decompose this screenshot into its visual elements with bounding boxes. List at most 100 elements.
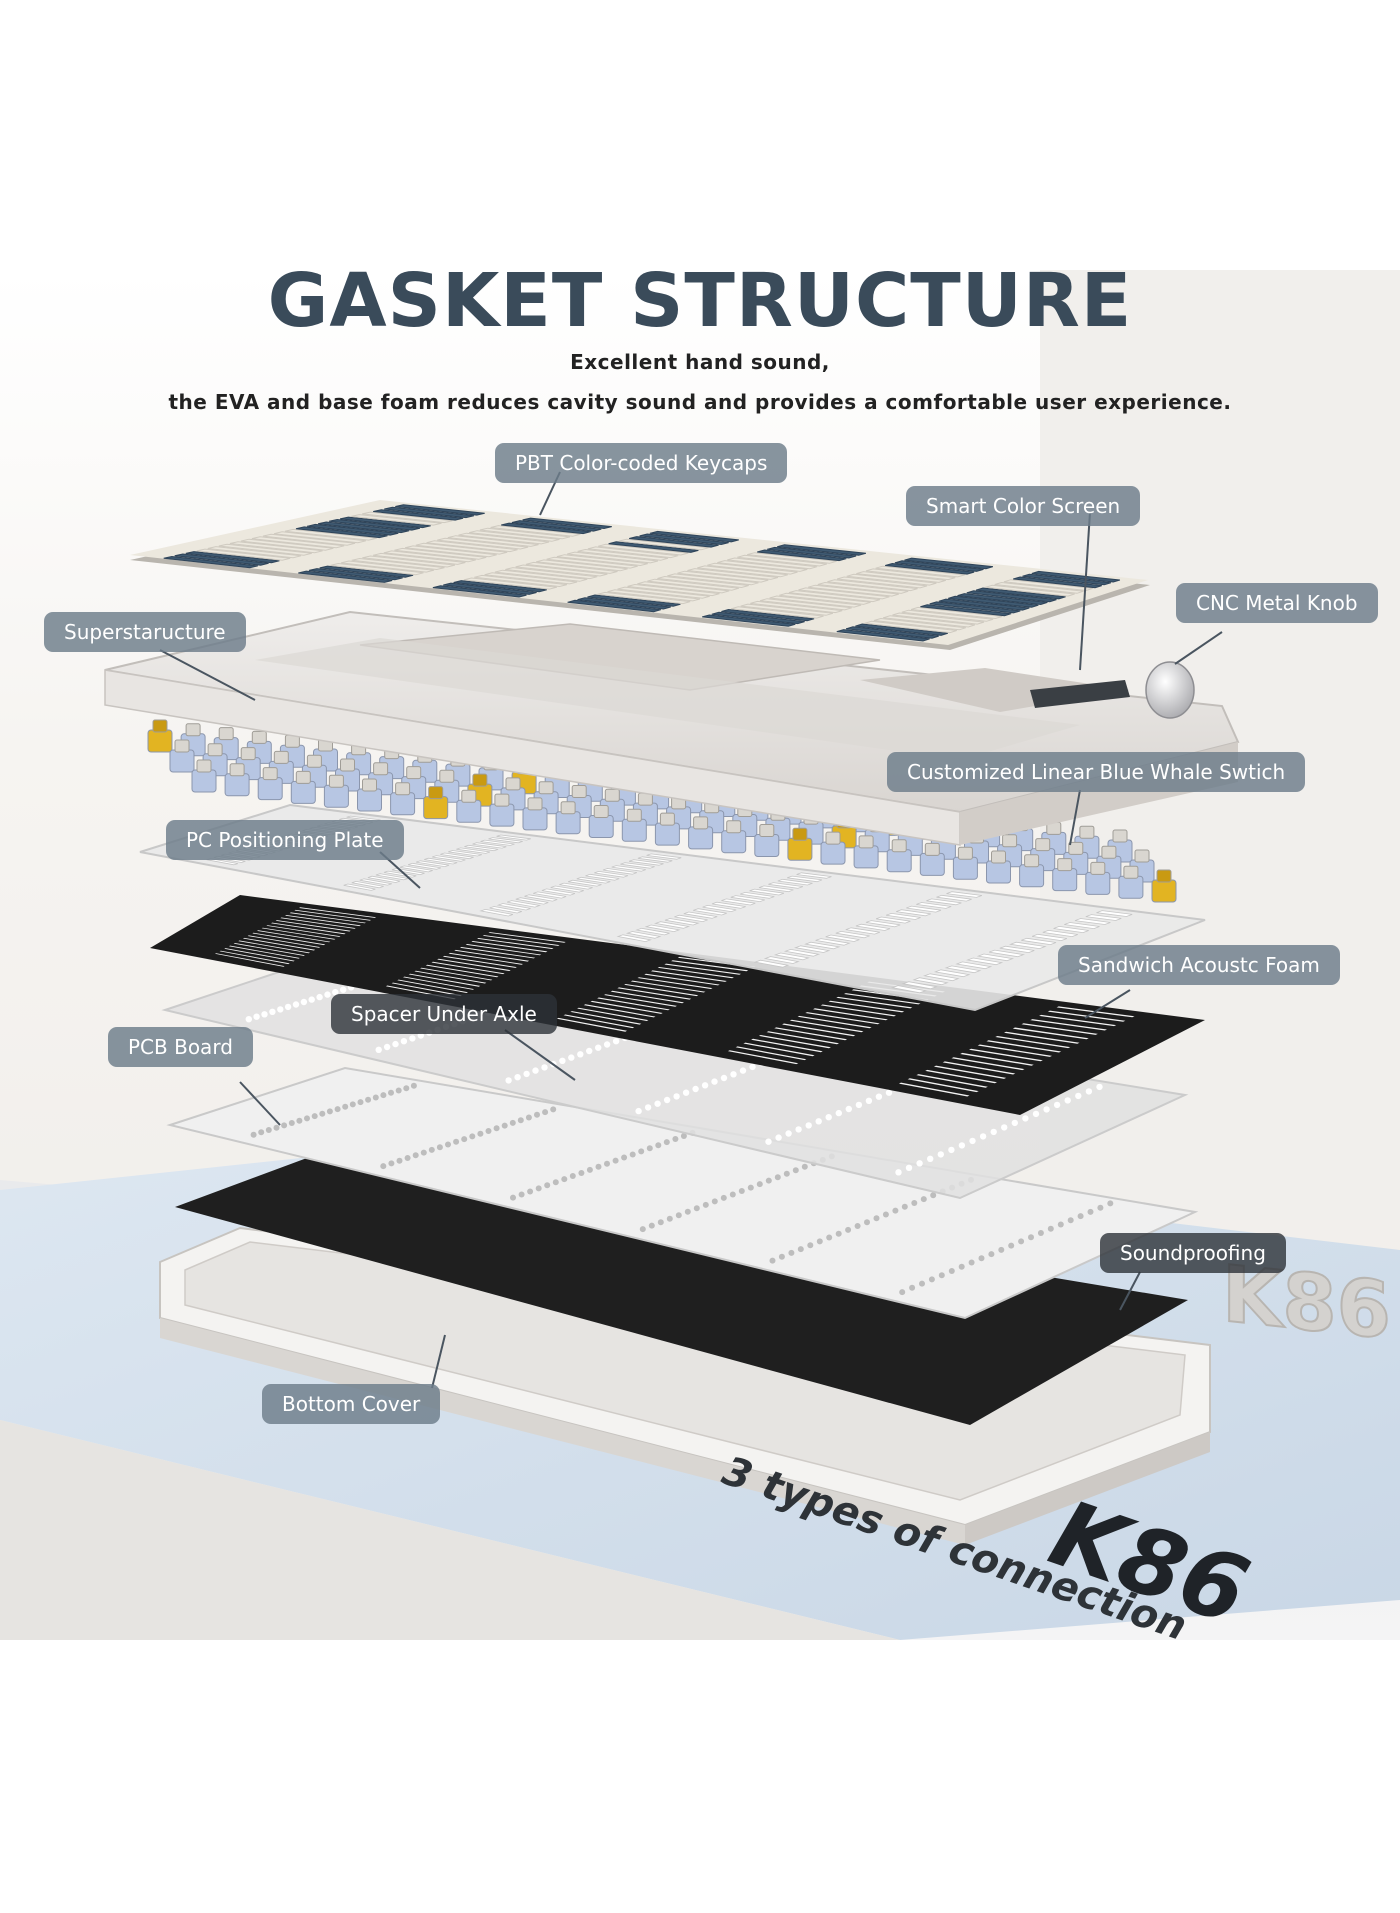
- plate-hole: [559, 882, 593, 890]
- spacer-dot: [300, 998, 308, 1006]
- foam-hole: [942, 1061, 1016, 1075]
- keycap: [295, 526, 388, 539]
- switch: [754, 834, 780, 857]
- pcb-pad: [586, 1166, 593, 1173]
- bottom-cover-layer: [159, 1226, 1211, 1545]
- pcb-pad: [919, 1280, 925, 1287]
- spacer-dot: [775, 1134, 782, 1141]
- pcb-pad: [258, 1129, 265, 1136]
- switch-housing: [428, 786, 444, 800]
- foam-hole: [261, 927, 336, 940]
- keycap: [262, 533, 356, 546]
- switch-housing: [362, 778, 377, 792]
- foam-hole: [986, 1040, 1062, 1053]
- spacer-dot: [875, 1093, 883, 1100]
- plate-hole: [1053, 925, 1089, 934]
- switch-housing: [306, 754, 322, 768]
- spacer-dot: [1096, 1083, 1103, 1091]
- spacer-dot: [805, 1122, 812, 1129]
- pcb-pad: [396, 1157, 403, 1164]
- plate-hole: [804, 941, 841, 950]
- spacer-dot: [969, 1137, 976, 1145]
- plate-hole: [885, 912, 921, 920]
- foam-hole: [995, 1036, 1071, 1049]
- spacer-dot: [825, 1114, 832, 1121]
- spacer-dot: [835, 1109, 842, 1117]
- spacer-dot: [383, 1043, 391, 1051]
- keycap: [687, 568, 779, 580]
- keycap: [883, 615, 976, 628]
- switch-housing: [461, 789, 477, 803]
- plate-hole: [946, 891, 983, 898]
- label-smart-color-screen: Smart Color Screen: [906, 486, 1141, 526]
- keycap: [788, 590, 881, 603]
- plate-hole: [702, 904, 737, 913]
- pcb-pad: [612, 1157, 619, 1164]
- keycap: [769, 595, 862, 608]
- foam-hole: [431, 961, 505, 975]
- pcb-pad: [899, 1289, 906, 1296]
- pcb-pad: [958, 1263, 965, 1270]
- pcb-pad: [535, 1185, 542, 1192]
- keycap: [627, 583, 720, 597]
- pcb-pad: [729, 1191, 736, 1198]
- spacer-dot: [785, 1130, 792, 1137]
- foam-hole: [275, 920, 351, 932]
- keycap: [372, 552, 466, 565]
- switch: [290, 780, 316, 804]
- foam-hole: [280, 917, 356, 929]
- plate-hole: [488, 837, 523, 844]
- keycap: [597, 591, 691, 605]
- pcb-pad: [702, 1201, 709, 1208]
- label-linear-switch: Customized Linear Blue Whale Swtich: [887, 752, 1306, 792]
- pcb-pad: [380, 1163, 387, 1170]
- plate-hole: [432, 855, 466, 862]
- pcb-pad: [604, 1160, 610, 1167]
- foam-hole: [789, 1019, 864, 1033]
- keycap: [308, 568, 403, 581]
- switch-housing: [505, 777, 521, 791]
- spacer-dot: [1075, 1092, 1082, 1100]
- keycap: [757, 549, 847, 562]
- pcb-pad: [372, 1094, 379, 1101]
- keycap: [453, 580, 547, 593]
- keycap: [443, 582, 537, 595]
- plate-hole: [936, 894, 972, 902]
- soundproofing-layer: [175, 1155, 1188, 1425]
- spacer-dot: [979, 1133, 987, 1140]
- foam-hole: [285, 915, 361, 927]
- pcb-pad: [675, 1212, 682, 1219]
- pcb-pad: [747, 1184, 754, 1191]
- plate-hole: [343, 883, 376, 891]
- spacer-dot: [673, 1093, 680, 1100]
- plate-hole: [815, 938, 851, 946]
- keycap: [484, 572, 578, 585]
- pcb-pad: [646, 1145, 653, 1152]
- switch: [1118, 875, 1144, 899]
- spacer-dot: [375, 1046, 382, 1054]
- keycap: [546, 556, 638, 569]
- pcb-pad: [349, 1101, 356, 1108]
- switch-housing: [825, 831, 841, 845]
- keycap: [567, 599, 662, 613]
- foam-hole: [397, 979, 468, 993]
- spacer-dot: [612, 1038, 620, 1045]
- keycap: [522, 517, 612, 530]
- foam-hole: [1030, 1019, 1107, 1031]
- plate-hole: [912, 977, 949, 986]
- switch: [555, 811, 581, 835]
- spacer-dot: [845, 1105, 852, 1113]
- foam-hole: [820, 1004, 896, 1017]
- keycap: [479, 527, 571, 540]
- pcb-pad: [756, 1181, 763, 1188]
- pcb-pad: [680, 1133, 687, 1139]
- keycap: [373, 509, 464, 521]
- plate-hole: [1064, 922, 1100, 930]
- switch: [169, 749, 195, 773]
- keycap: [707, 562, 798, 575]
- pcb-pad: [788, 1249, 795, 1256]
- pcb-pad: [493, 1125, 500, 1132]
- plate-hole: [464, 844, 499, 852]
- switch-housing: [527, 797, 543, 811]
- plate-hole: [758, 885, 794, 893]
